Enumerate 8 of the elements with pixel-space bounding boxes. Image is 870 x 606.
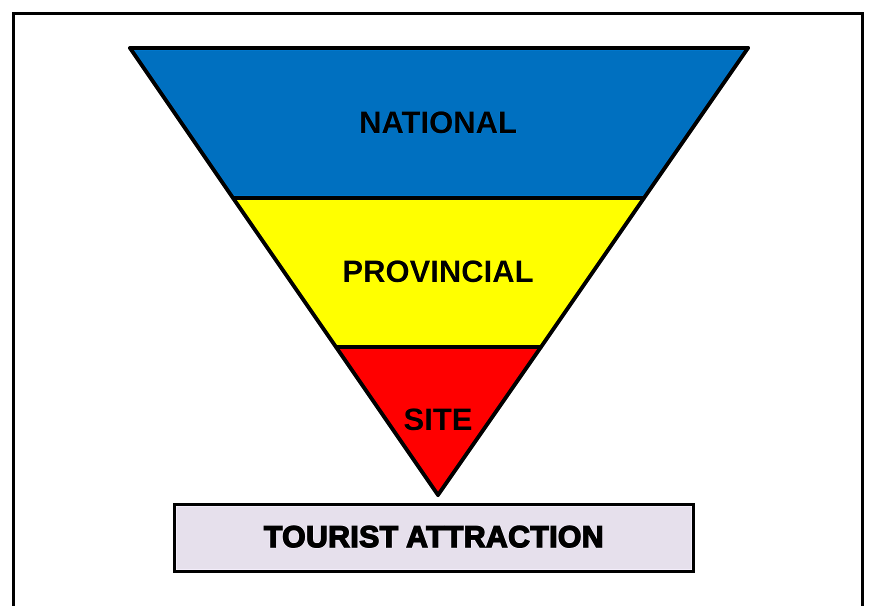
pyramid-band [233,198,644,347]
pyramid-band [130,48,748,198]
pyramid-band [336,347,541,495]
base-box [173,503,695,573]
level-label: NATIONAL [359,105,517,141]
level-label: SITE [404,402,472,438]
level-label: PROVINCIAL [342,254,534,290]
box-label: TOURIST ATTRACTION [264,521,604,555]
